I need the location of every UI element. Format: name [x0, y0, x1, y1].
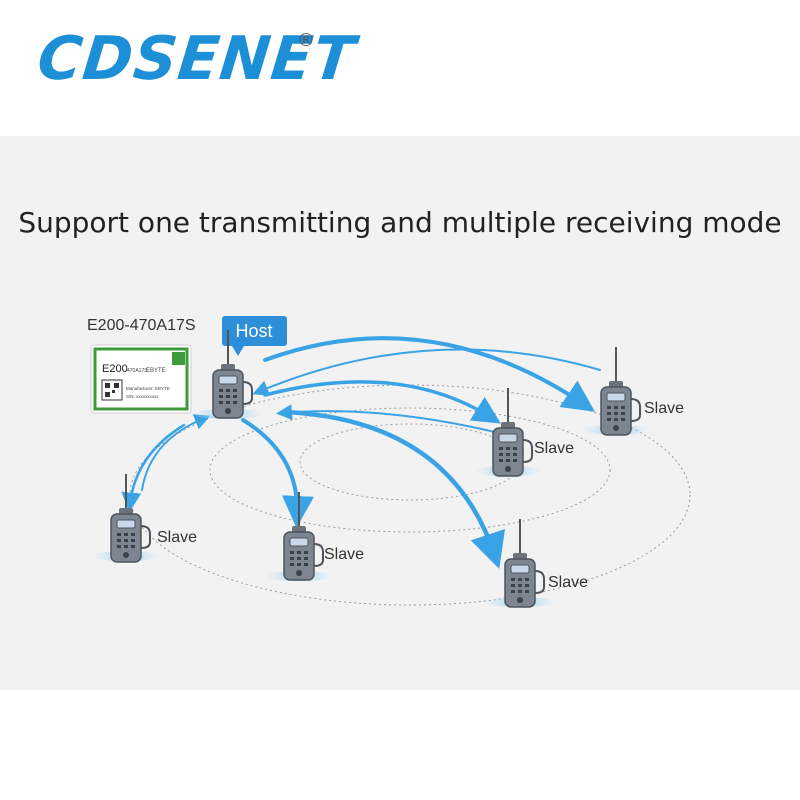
host-radio: [192, 329, 264, 419]
slave-label: Slave: [324, 546, 364, 563]
module-model-label: E200-470A17S: [87, 317, 196, 334]
registered-mark: ®: [297, 30, 315, 51]
chip-sub-text: 470A17S: [127, 368, 148, 374]
arrow-to-slave-bottom-right: [282, 409, 506, 569]
host-badge-label: Host: [235, 321, 272, 341]
arrow-to-slave-mid-right: [263, 380, 501, 424]
slave-label: Slave: [157, 529, 197, 546]
signal-arrows: [121, 336, 601, 569]
slave-left: Slave: [92, 473, 197, 563]
chip-sn-line: S/N: xxxxxxxxxx: [126, 394, 159, 399]
arrow-to-slave-far-right: [263, 336, 595, 412]
chip-model-text: E200: [102, 363, 128, 375]
arrow-from-slave-left: [141, 414, 211, 491]
arrow-to-slave-bottom-center: [241, 418, 314, 528]
header: CDSENET ®: [0, 0, 800, 136]
range-ring-middle: [209, 407, 611, 533]
slave-label: Slave: [548, 574, 588, 591]
chip-brand-text: EBYTE: [146, 368, 166, 374]
chip-logo-icon: [172, 352, 185, 365]
slave-mid-right: Slave: [474, 387, 574, 477]
host-badge: Host: [222, 316, 287, 356]
arrow-from-slave-far-right: [252, 348, 601, 396]
chip-maker-line: Manufacturer: EBYTE: [126, 386, 170, 391]
range-ring-inner: [299, 423, 521, 501]
arrow-to-slave-left: [121, 423, 186, 513]
slave-far-right: Slave: [582, 346, 684, 436]
slave-label: Slave: [644, 400, 684, 417]
slave-bottom-right: Slave: [484, 518, 588, 608]
page-title: Support one transmitting and multiple re…: [18, 206, 782, 239]
slave-bottom-center: Slave: [265, 491, 364, 581]
module-chip: E200 470A17S EBYTE Manufacturer: EBYTE S…: [90, 344, 192, 414]
slave-label: Slave: [534, 440, 574, 457]
